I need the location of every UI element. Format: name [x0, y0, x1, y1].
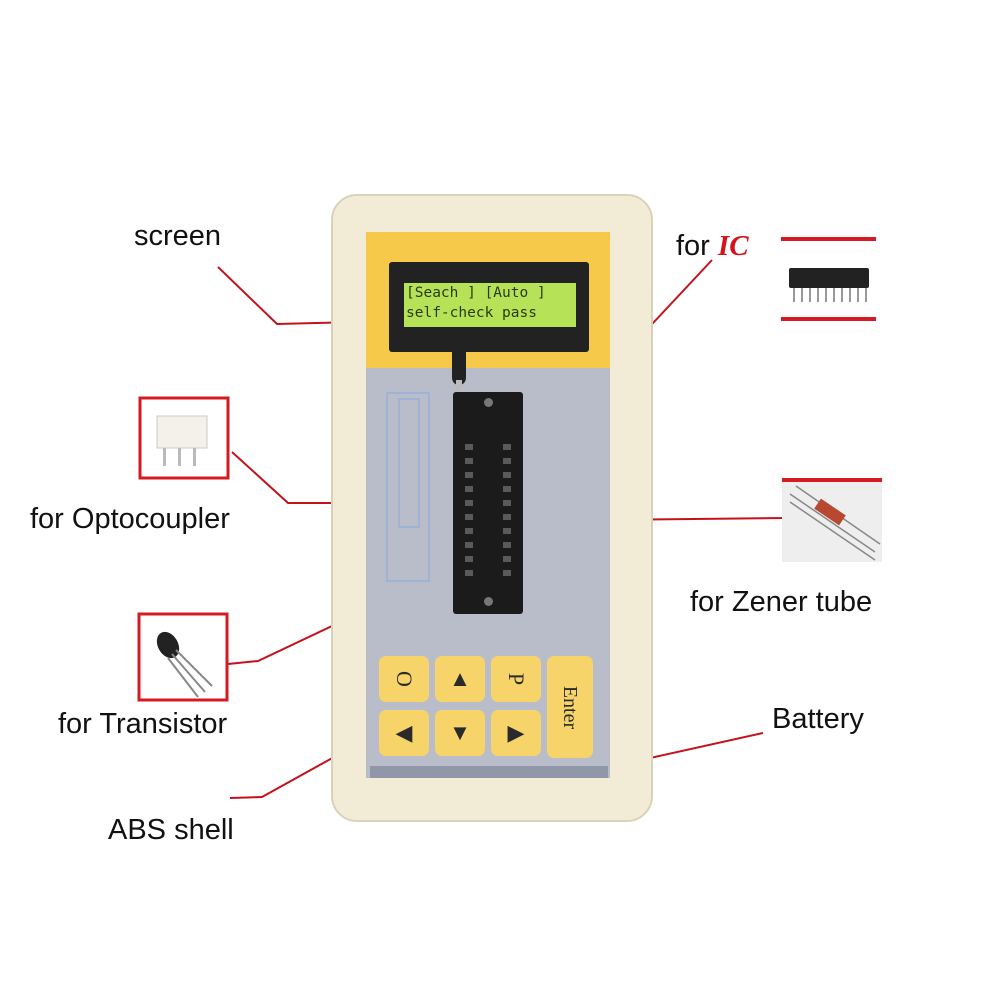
ic-thumbnail [781, 237, 876, 321]
p-key-button[interactable]: P [491, 656, 541, 702]
lcd-line-1: [Seach ] [Auto ] [406, 285, 546, 301]
ic-label: for IC [676, 230, 749, 263]
zif-lever[interactable] [452, 345, 466, 385]
battery-compartment-strip [370, 766, 608, 778]
down-arrow-icon: ▼ [449, 720, 471, 745]
down-arrow-button[interactable]: ▼ [435, 710, 485, 756]
left-arrow-icon: ◀ [395, 720, 413, 745]
abs-shell-label: ABS shell [108, 814, 234, 846]
transistor-thumbnail [137, 612, 229, 702]
socket-screw-bottom [484, 597, 493, 606]
left-arrow-button[interactable]: ◀ [379, 710, 429, 756]
optocoupler-label: for Optocoupler [30, 503, 230, 535]
enter-button[interactable]: Enter [547, 656, 593, 758]
o-key-label: O [391, 671, 417, 687]
right-arrow-icon: ▶ [507, 720, 525, 745]
ic-label-mark: IC [717, 230, 749, 262]
transistor-label: for Transistor [58, 708, 228, 740]
up-arrow-icon: ▲ [449, 666, 471, 691]
p-key-label: P [504, 672, 529, 686]
chip-placement-outline [386, 392, 430, 582]
enter-key-label: Enter [559, 685, 582, 729]
lcd-line-2: self-check pass [406, 305, 537, 321]
zener-thumbnail [782, 478, 882, 562]
ic-label-prefix: for [676, 230, 710, 262]
optocoupler-thumbnail [138, 396, 230, 480]
up-arrow-button[interactable]: ▲ [435, 656, 485, 702]
lcd-screen: [Seach ] [Auto ] self-check pass [404, 283, 576, 327]
battery-label: Battery [772, 703, 864, 735]
zener-label: for Zener tube [690, 586, 873, 618]
screen-label: screen [134, 220, 222, 252]
zif-test-socket[interactable] [453, 392, 523, 614]
o-key-button[interactable]: O [379, 656, 429, 702]
chip-placement-notch-outline [398, 398, 420, 528]
right-arrow-button[interactable]: ▶ [491, 710, 541, 756]
socket-screw-top [484, 398, 493, 407]
